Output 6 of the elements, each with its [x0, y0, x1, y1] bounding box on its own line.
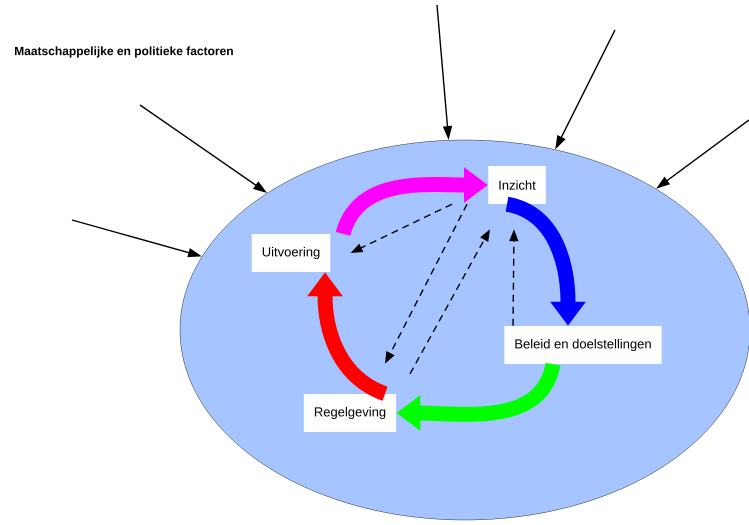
label-box: Uitvoering [252, 234, 330, 272]
label-box: Beleid en doelstellingen [504, 326, 662, 364]
title: Maatschappelijke en politieke factoren [15, 46, 233, 58]
ellipse-shape [180, 140, 749, 520]
label-box: Inzicht [488, 166, 546, 204]
label-box: Regelgeving [304, 394, 396, 432]
